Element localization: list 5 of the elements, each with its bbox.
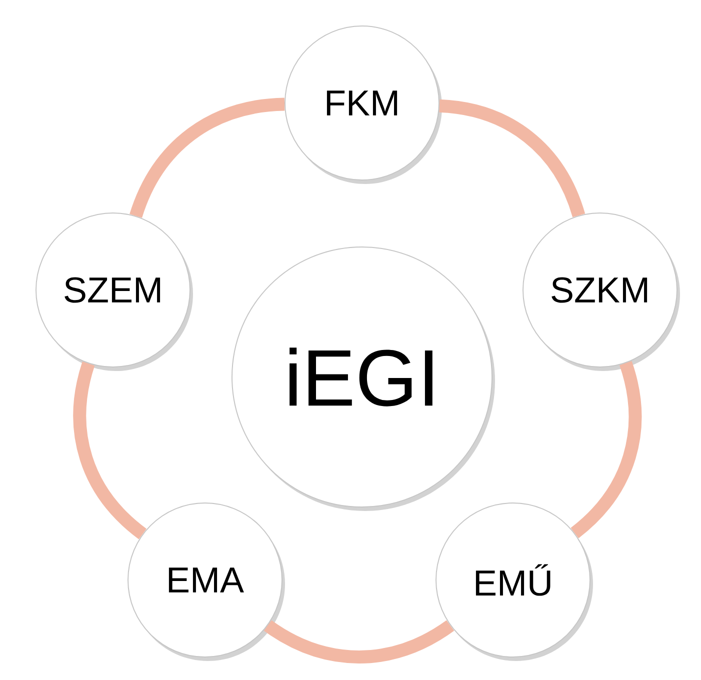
ring-connector [264,620,454,664]
ring-connector [570,361,642,538]
ring-connector [73,362,147,540]
ring-connector [438,99,586,218]
ring-connector [130,98,285,218]
